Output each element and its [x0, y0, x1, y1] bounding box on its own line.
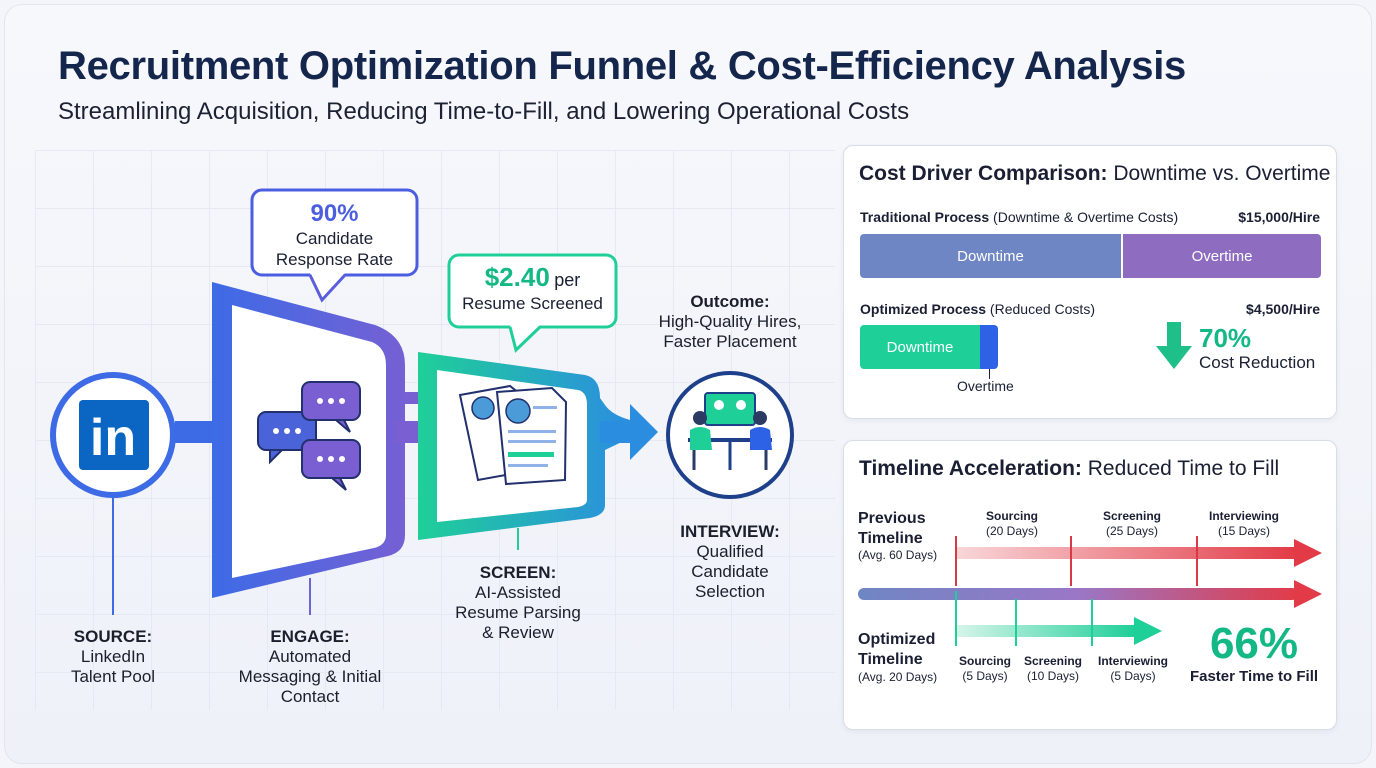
- cost-driver-card: Cost Driver Comparison: Downtime vs. Ove…: [843, 145, 1337, 419]
- traditional-downtime-bar: Downtime: [860, 234, 1121, 278]
- optimized-downtime-bar: Downtime: [860, 325, 980, 369]
- source-line2: Talent Pool: [70, 667, 156, 686]
- resume-documents-icon: [458, 384, 568, 486]
- page-subtitle: Streamlining Acquisition, Reducing Time-…: [58, 98, 910, 125]
- chat-bubbles-icon: [257, 381, 361, 491]
- traditional-cost-value: $15,000/Hire: [1238, 209, 1320, 225]
- optimized-phase-sourcing: Sourcing(5 Days): [958, 654, 1011, 683]
- interview-line1: Qualified: [696, 542, 764, 561]
- linkedin-icon: in: [50, 372, 176, 498]
- source-line1: LinkedIn: [80, 647, 146, 666]
- response-rate-line2: Response Rate: [275, 250, 394, 269]
- funnel-diagram: in: [50, 188, 794, 615]
- response-rate-callout-box: [250, 188, 419, 303]
- optimized-phase-interviewing: Interviewing(5 Days): [1097, 654, 1168, 683]
- optimized-cost-value: $4,500/Hire: [1246, 301, 1320, 317]
- traditional-process-label: Traditional Process (Downtime & Overtime…: [860, 209, 1179, 225]
- engage-line3: Contact: [280, 687, 340, 706]
- interview-line3: Selection: [695, 582, 765, 601]
- down-arrow-icon: [1156, 322, 1192, 369]
- engage-stage-label: ENGAGE: Automated Messaging & Initial Co…: [225, 627, 395, 707]
- video-interview-icon: [666, 371, 794, 499]
- optimized-timeline-name: Optimized Timeline: [858, 631, 936, 668]
- previous-timeline-avg: (Avg. 60 Days): [858, 548, 938, 562]
- traditional-overtime-bar: Overtime: [1123, 234, 1321, 278]
- outcome-title: Outcome:: [690, 292, 770, 311]
- previous-phase-sourcing: Sourcing(20 Days): [985, 509, 1038, 538]
- interview-line2: Candidate: [691, 562, 769, 581]
- outcome-line2: Faster Placement: [663, 332, 797, 351]
- source-stage-label: SOURCE: LinkedIn Talent Pool: [53, 627, 173, 687]
- timeline-card-title: Timeline Acceleration: Reduced Time to F…: [859, 457, 1280, 480]
- screen-title: SCREEN:: [479, 563, 557, 582]
- cost-per-resume-value: $2.40: [484, 262, 550, 292]
- optimized-overtime-bar: [980, 325, 998, 369]
- source-title: SOURCE:: [73, 627, 153, 646]
- outcome-label: Outcome: High-Quality Hires, Faster Plac…: [640, 292, 820, 352]
- previous-phase-screening: Screening(25 Days): [1102, 509, 1162, 538]
- screen-line3: & Review: [482, 623, 554, 642]
- engage-line1: Automated: [268, 647, 352, 666]
- cost-per-resume-label: Resume Screened: [462, 294, 603, 313]
- interview-stage-label: INTERVIEW: Qualified Candidate Selection: [660, 522, 800, 602]
- response-rate-value: 90%: [310, 200, 359, 227]
- optimized-timeline-avg: (Avg. 20 Days): [858, 670, 938, 684]
- screen-stage-label: SCREEN: AI-Assisted Resume Parsing & Rev…: [438, 563, 598, 643]
- engage-title: ENGAGE:: [270, 627, 350, 646]
- cost-card-title: Cost Driver Comparison: Downtime vs. Ove…: [859, 162, 1331, 185]
- cost-per-resume-callout: $2.40 per Resume Screened: [451, 262, 614, 314]
- arrow-screen-to-interview: [600, 404, 658, 460]
- previous-timeline-bar: [955, 536, 1322, 586]
- screen-line1: AI-Assisted: [475, 583, 561, 602]
- cost-callout-box: [447, 253, 618, 353]
- optimized-timeline-bar: [955, 591, 1162, 646]
- cost-reduction-value: 70%: [1199, 323, 1252, 353]
- response-rate-line1: Candidate: [295, 229, 374, 248]
- cost-reduction-label: Cost Reduction: [1199, 353, 1316, 372]
- overall-timeline-bar: [858, 580, 1322, 608]
- faster-fill-label: Faster Time to Fill: [1189, 668, 1319, 685]
- response-rate-callout: 90% Candidate Response Rate: [254, 200, 415, 270]
- engage-line2: Messaging & Initial: [238, 667, 382, 686]
- previous-phase-interviewing: Interviewing(15 Days): [1208, 509, 1279, 538]
- cost-per-resume-unit: per: [554, 270, 581, 290]
- optimized-process-label: Optimized Process (Reduced Costs): [860, 301, 1095, 317]
- screen-line2: Resume Parsing: [455, 603, 581, 622]
- overtime-pointer-line: [989, 369, 990, 379]
- previous-timeline-name: Previous Timeline: [858, 510, 926, 547]
- interview-title: INTERVIEW:: [680, 522, 780, 541]
- optimized-overtime-label: Overtime: [957, 378, 1014, 394]
- outcome-line1: High-Quality Hires,: [658, 312, 802, 331]
- svg-text:in: in: [90, 409, 136, 467]
- page-title: Recruitment Optimization Funnel & Cost-E…: [58, 44, 1186, 88]
- timeline-chart: [858, 536, 1322, 646]
- optimized-phase-screening: Screening(10 Days): [1023, 654, 1083, 683]
- faster-fill-value: 66%: [1209, 619, 1299, 668]
- timeline-card: Timeline Acceleration: Reduced Time to F…: [843, 440, 1337, 730]
